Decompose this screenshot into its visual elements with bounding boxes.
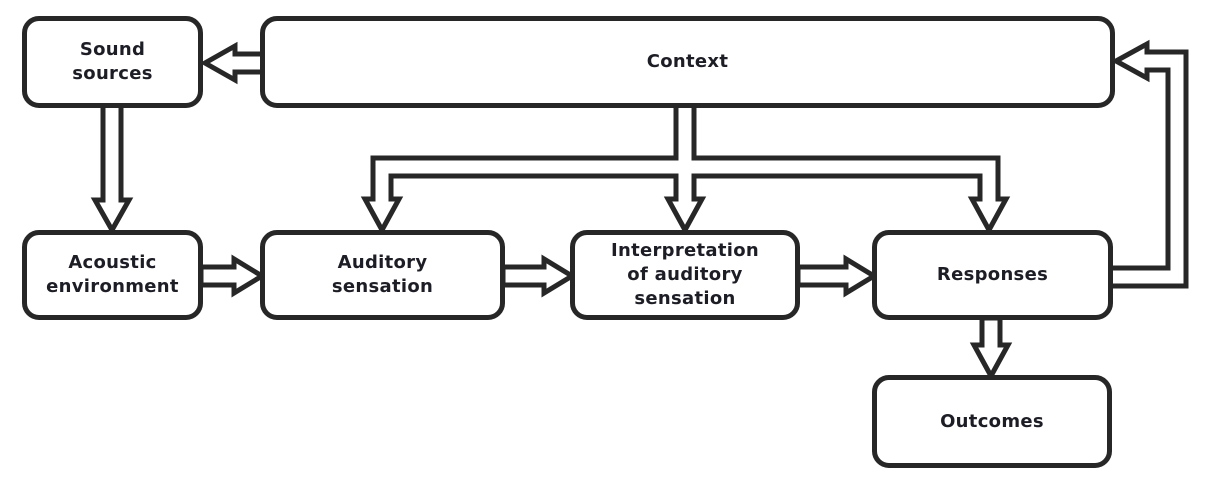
arrow-responses-to-context-feedback bbox=[1107, 39, 1189, 289]
box-sound-sources: Sound sources bbox=[22, 16, 203, 108]
box-sound-sources-label: Sound sources bbox=[72, 39, 153, 84]
box-interpretation-label: Interpretation of auditory sensation bbox=[610, 240, 760, 309]
arrow-auditory-sensation-to-interpretation bbox=[500, 254, 577, 298]
box-context: Context bbox=[260, 16, 1115, 108]
box-responses: Responses bbox=[872, 230, 1113, 320]
box-outcomes-label: Outcomes bbox=[940, 410, 1044, 432]
arrow-interpretation-to-responses bbox=[795, 254, 879, 298]
arrow-context-fork-to-auditory-interpretation-responses bbox=[360, 102, 1011, 236]
box-outcomes: Outcomes bbox=[872, 375, 1112, 468]
arrow-context-to-sound-sources bbox=[199, 41, 266, 85]
box-auditory-sensation-label: Auditory sensation bbox=[331, 252, 434, 297]
box-responses-label: Responses bbox=[936, 264, 1049, 285]
arrow-sound-sources-to-acoustic-environment bbox=[90, 101, 134, 236]
box-acoustic-environment: Acoustic environment bbox=[22, 230, 203, 320]
box-acoustic-environment-label: Acoustic environment bbox=[46, 252, 179, 297]
box-auditory-sensation: Auditory sensation bbox=[260, 230, 505, 320]
arrow-acoustic-environment-to-auditory-sensation bbox=[198, 254, 267, 298]
box-context-label: Context bbox=[646, 51, 729, 72]
arrow-responses-to-outcomes bbox=[969, 315, 1013, 382]
box-interpretation-of-auditory-sensation: Interpretation of auditory sensation bbox=[570, 230, 800, 320]
